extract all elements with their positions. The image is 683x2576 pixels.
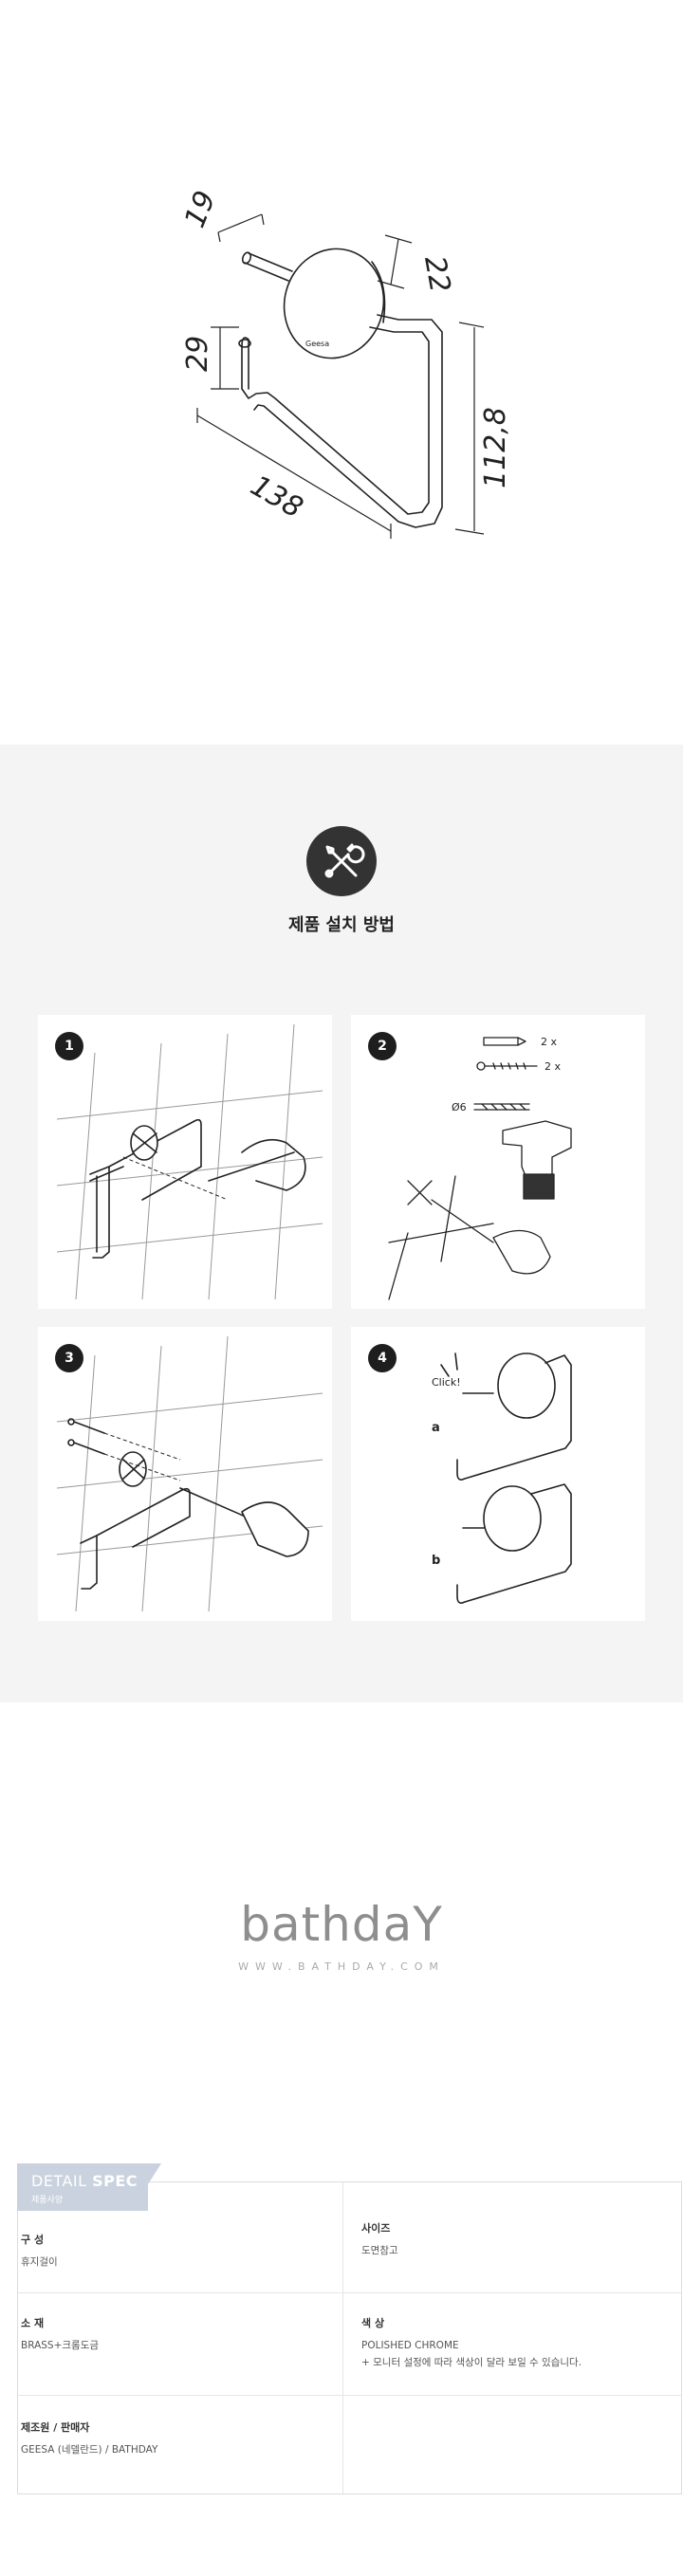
detail-spec-tab-fold <box>148 2163 161 2184</box>
step-card-4: Click! a b 4 <box>351 1327 645 1621</box>
step-card-2: 2 x 2 x Ø6 2 <box>351 1015 645 1309</box>
svg-text:Geesa: Geesa <box>305 340 329 348</box>
install-section: 제품 설치 방법 1 <box>0 745 683 1702</box>
spec-val-size: 도면참고 <box>361 2245 398 2256</box>
brand-logo-section: bathdaY WWW.BATHDAY.COM <box>0 1702 683 2129</box>
spec-val-composition: 휴지걸이 <box>21 2256 58 2268</box>
detail-spec-tab: DETAIL SPEC 제품사양 <box>17 2163 148 2211</box>
step-number-2: 2 <box>368 1032 397 1060</box>
step-number-3: 3 <box>55 1344 83 1372</box>
dim-138: 138 <box>245 469 308 525</box>
install-title: 제품 설치 방법 <box>288 915 395 935</box>
spec-row-manufacturer: 제조원 / 판매자 GEESA (네델란드) / BATHDAY <box>21 2420 324 2458</box>
detail-spec-section: 구 성 휴지걸이 사이즈 도면참고 소 재 BRASS+크롬도금 색 상 POL… <box>0 2129 683 2576</box>
spec-val-color-note: + 모니터 설정에 따라 색상이 달라 보일 수 있습니다. <box>361 2357 582 2368</box>
spec-divider-row-1 <box>18 2292 681 2293</box>
spec-key-size: 사이즈 <box>361 2222 391 2235</box>
step-4-label-a: a <box>432 1421 440 1435</box>
spec-key-color: 색 상 <box>361 2317 385 2329</box>
step-2-drill-size: Ø6 <box>452 1101 467 1113</box>
step-2-qty-screw: 2 x <box>545 1060 561 1073</box>
dimension-drawing: Geesa 19 22 29 138 112,8 <box>178 186 512 539</box>
step-card-3: 3 <box>38 1327 332 1621</box>
step-1-illustration <box>56 1023 323 1300</box>
bathday-url: WWW.BATHDAY.COM <box>238 1960 445 1973</box>
spec-key-manufacturer: 제조원 / 판매자 <box>21 2421 90 2434</box>
spec-row-size: 사이즈 도면참고 <box>361 2220 665 2259</box>
detail-spec-subtitle: 제품사양 <box>31 2196 64 2205</box>
dim-22: 22 <box>417 253 456 295</box>
spec-divider-vertical <box>342 2182 343 2493</box>
dim-19: 19 <box>178 186 223 232</box>
step-4-click-text: Click! <box>432 1376 461 1389</box>
dim-29: 29 <box>181 336 214 372</box>
step-2-illustration: 2 x 2 x Ø6 <box>388 1036 572 1300</box>
dimension-drawing-section: Geesa 19 22 29 138 112,8 <box>0 0 683 745</box>
spec-row-color: 색 상 POLISHED CHROME + 모니터 설정에 따라 색상이 달라 … <box>361 2315 665 2371</box>
step-2-qty-anchor: 2 x <box>541 1036 557 1048</box>
spec-val-material: BRASS+크롬도금 <box>21 2340 100 2351</box>
step-3-illustration <box>56 1335 323 1612</box>
spec-row-composition: 구 성 휴지걸이 <box>21 2232 324 2271</box>
wrench-screwdriver-icon <box>306 826 377 896</box>
bathday-logo: bathdaY <box>240 1897 443 1952</box>
spec-val-manufacturer: GEESA (네델란드) / BATHDAY <box>21 2444 158 2456</box>
spec-divider-row-2 <box>18 2395 681 2396</box>
dim-112-8: 112,8 <box>479 407 512 488</box>
step-number-1: 1 <box>55 1032 83 1060</box>
step-card-1: 1 <box>38 1015 332 1309</box>
spec-key-composition: 구 성 <box>21 2234 45 2246</box>
spec-row-material: 소 재 BRASS+크롬도금 <box>21 2315 324 2354</box>
spec-key-material: 소 재 <box>21 2317 45 2329</box>
spec-table: 구 성 휴지걸이 사이즈 도면참고 소 재 BRASS+크롬도금 색 상 POL… <box>17 2181 682 2494</box>
step-4-label-b: b <box>432 1554 440 1568</box>
step-4-illustration: Click! a b <box>432 1352 572 1604</box>
step-number-4: 4 <box>368 1344 397 1372</box>
detail-spec-title: DETAIL SPEC <box>31 2172 138 2190</box>
spec-val-color: POLISHED CHROME <box>361 2340 459 2351</box>
